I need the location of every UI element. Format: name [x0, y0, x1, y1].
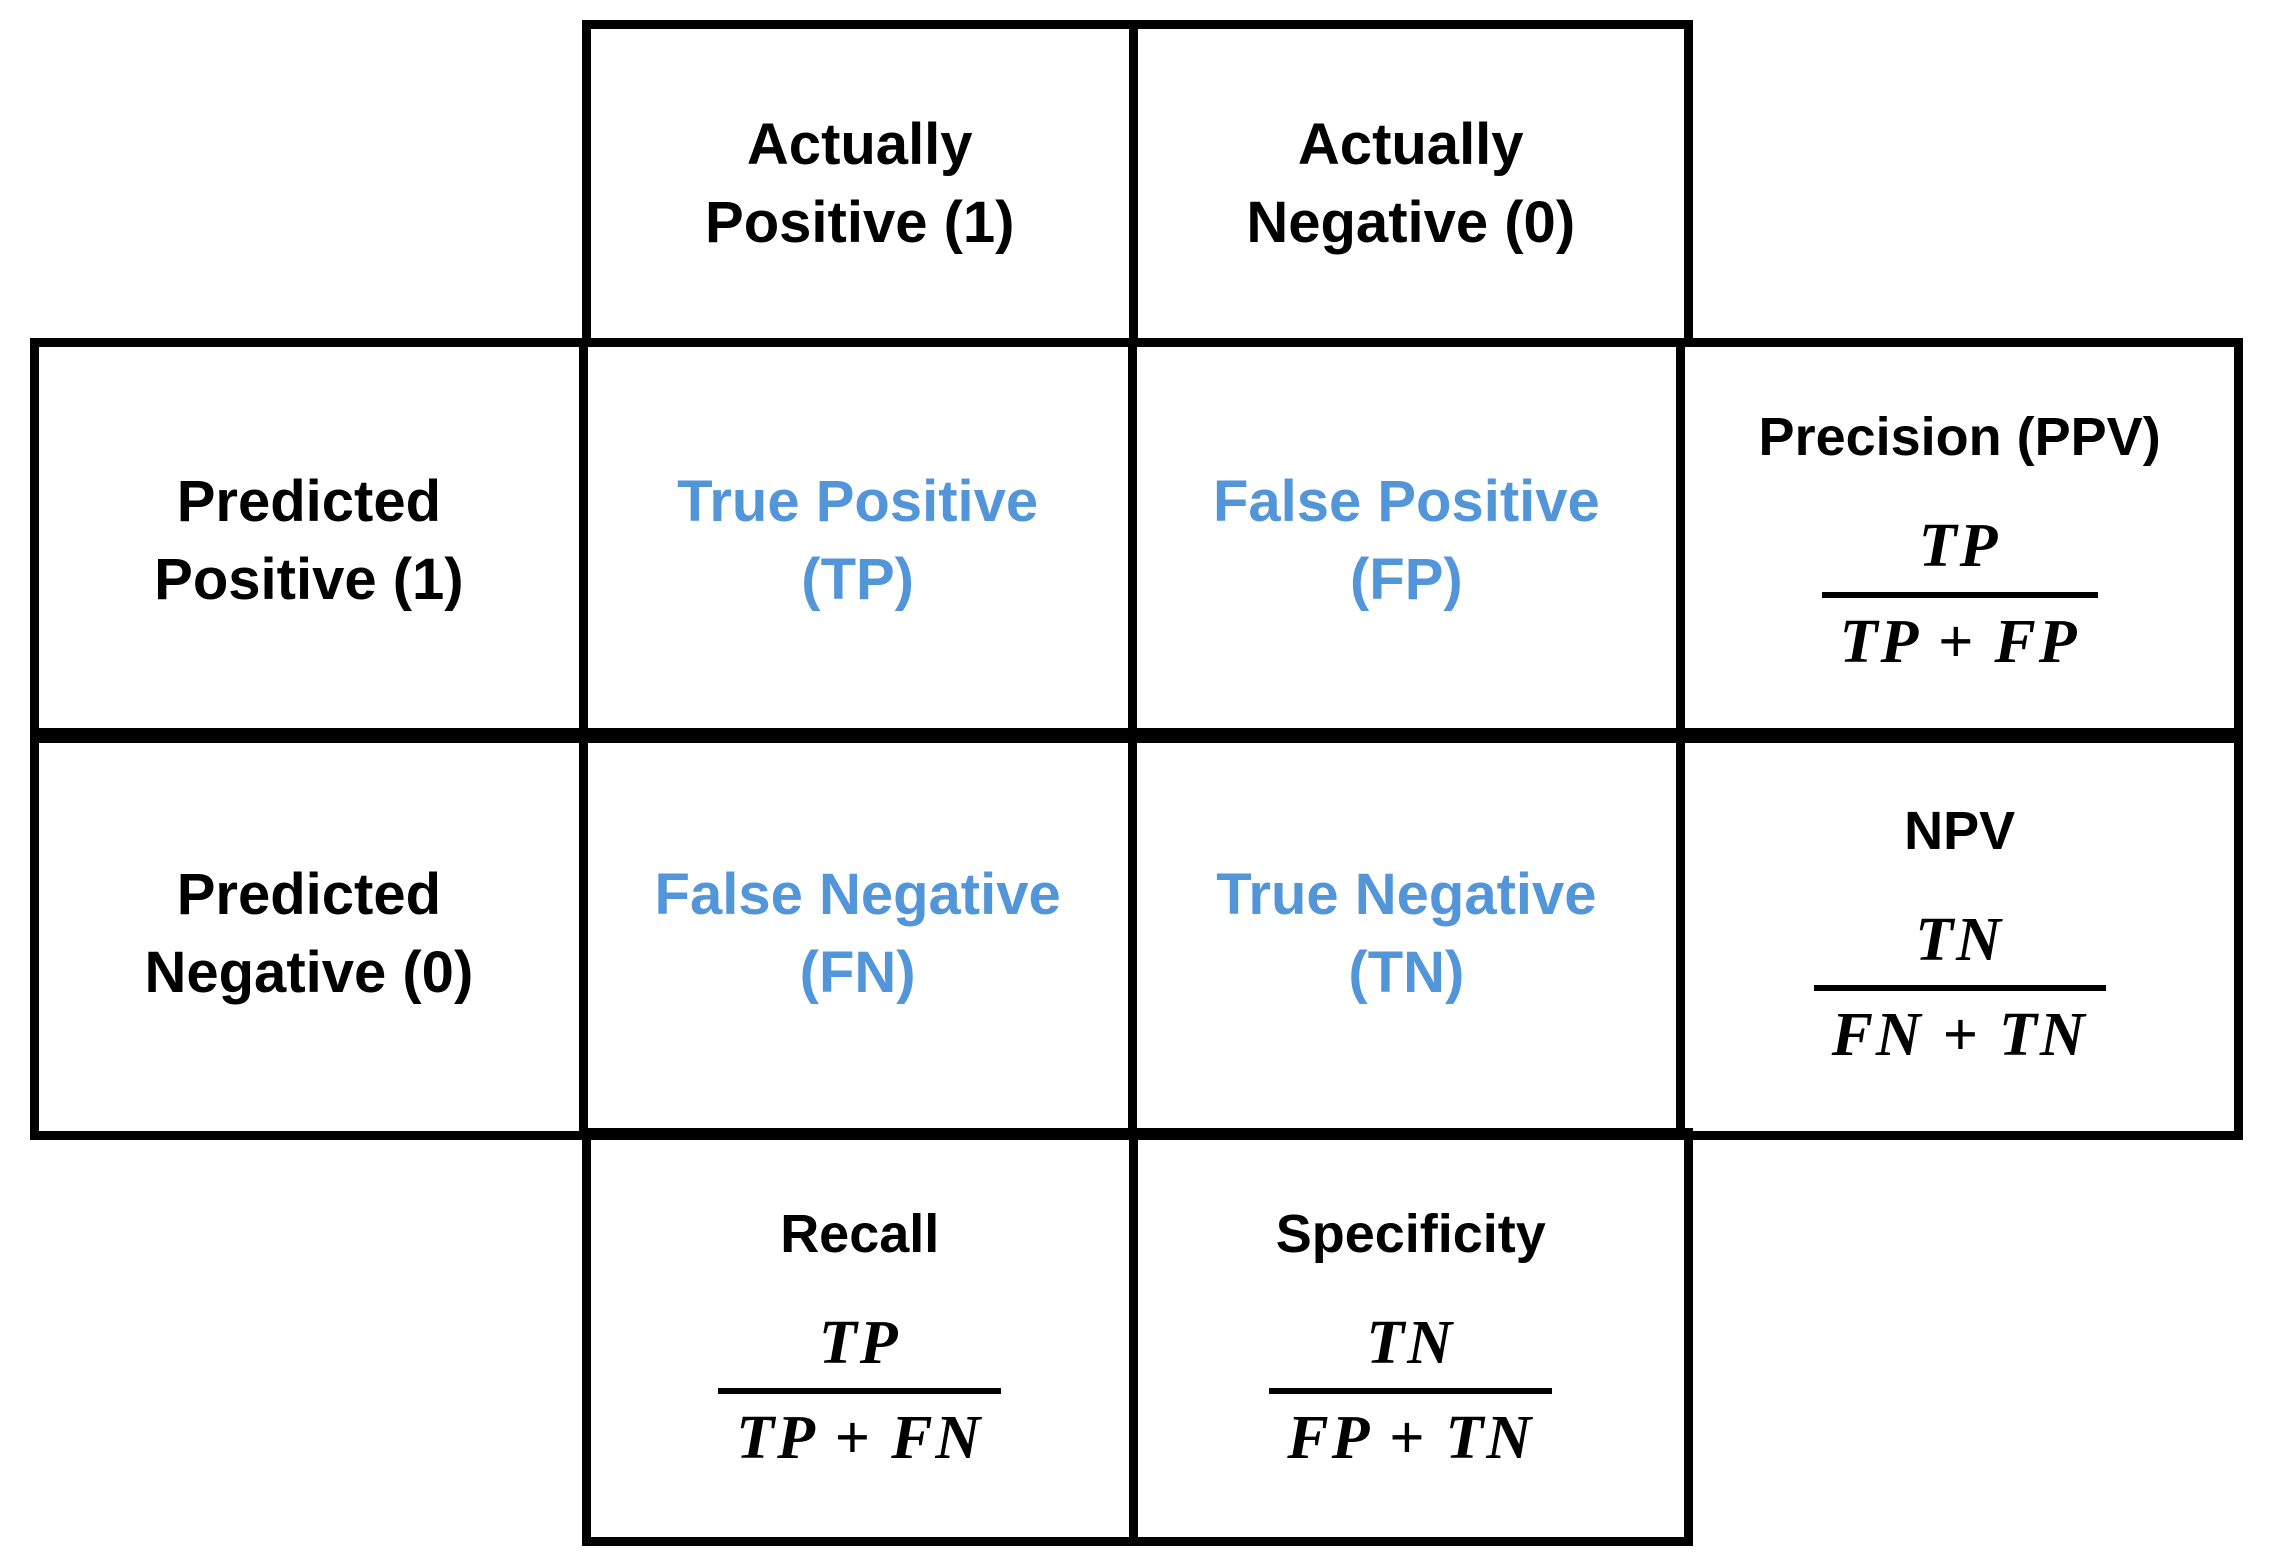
true-positive-label: True Positive (TP)	[677, 463, 1038, 618]
header-actually-positive-line1: Actually	[746, 111, 973, 177]
predicted-negative-label: Predicted Negative (0)	[144, 856, 473, 1011]
predicted-positive-line2: Positive (1)	[154, 546, 464, 612]
recall-formula: TP TP + FN	[718, 1308, 1002, 1471]
header-actually-negative: Actually Negative (0)	[1138, 29, 1685, 338]
predicted-negative-line2: Negative (0)	[144, 940, 474, 1005]
metric-npv: NPV TN FN + TN	[1685, 737, 2234, 1131]
precision-formula: TP TP + FP	[1821, 512, 2098, 675]
true-negative-line1: True Negative	[1216, 862, 1597, 928]
row-header-predicted-negative: Predicted Negative (0)	[39, 737, 588, 1131]
npv-numerator: TN	[1915, 905, 2004, 974]
header-actually-positive-label: Actually Positive (1)	[705, 106, 1014, 261]
row-header-predicted-positive: Predicted Positive (1)	[39, 347, 588, 734]
actual-header-row: Actually Positive (1) Actually Negative …	[582, 20, 1693, 347]
cell-true-positive: True Positive (TP)	[588, 347, 1137, 734]
false-negative-line2: (FN)	[799, 940, 916, 1005]
false-positive-label: False Positive (FP)	[1213, 463, 1600, 618]
predicted-positive-label: Predicted Positive (1)	[154, 463, 463, 618]
header-actually-negative-label: Actually Negative (0)	[1246, 106, 1575, 261]
header-actually-negative-line1: Actually	[1297, 111, 1524, 177]
false-positive-line2: (FP)	[1349, 546, 1463, 612]
header-actually-negative-line2: Negative (0)	[1246, 189, 1576, 255]
cell-false-positive: False Positive (FP)	[1137, 347, 1686, 734]
precision-denominator: TP + FP	[1821, 591, 2098, 675]
metric-specificity: Specificity TN FP + TN	[1138, 1137, 1685, 1537]
predicted-negative-row: Predicted Negative (0) False Negative (F…	[30, 728, 2243, 1140]
false-negative-label: False Negative (FN)	[655, 856, 1061, 1011]
npv-title: NPV	[1904, 800, 2016, 861]
npv-formula: TN FN + TN	[1813, 905, 2106, 1068]
true-positive-line2: (TP)	[801, 546, 914, 612]
specificity-denominator: FP + TN	[1269, 1388, 1553, 1471]
specificity-formula: TN FP + TN	[1269, 1308, 1553, 1471]
precision-title: Precision (PPV)	[1758, 407, 2161, 468]
predicted-negative-line1: Predicted	[176, 862, 442, 928]
false-negative-line1: False Negative	[654, 862, 1061, 928]
precision-numerator: TP	[1918, 512, 2001, 581]
recall-denominator: TP + FN	[718, 1388, 1002, 1471]
npv-denominator: FN + TN	[1813, 985, 2106, 1068]
recall-numerator: TP	[818, 1308, 901, 1377]
cell-true-negative: True Negative (TN)	[1137, 737, 1686, 1131]
true-negative-line2: (TN)	[1348, 940, 1465, 1005]
header-actually-positive: Actually Positive (1)	[591, 29, 1138, 338]
false-positive-line1: False Positive	[1212, 468, 1600, 534]
metric-recall: Recall TP TP + FN	[591, 1137, 1138, 1537]
metric-precision: Precision (PPV) TP TP + FP	[1685, 347, 2234, 734]
predicted-positive-line1: Predicted	[176, 468, 442, 534]
true-negative-label: True Negative (TN)	[1216, 856, 1596, 1011]
header-actually-positive-line2: Positive (1)	[705, 189, 1015, 255]
cell-false-negative: False Negative (FN)	[588, 737, 1137, 1131]
specificity-numerator: TN	[1366, 1308, 1456, 1377]
true-positive-line1: True Positive	[677, 468, 1039, 534]
predicted-positive-row: Predicted Positive (1) True Positive (TP…	[30, 338, 2243, 743]
recall-title: Recall	[780, 1203, 940, 1264]
bottom-metrics-row: Recall TP TP + FN Specificity TN FP + TN	[582, 1128, 1693, 1546]
specificity-title: Specificity	[1275, 1203, 1546, 1264]
